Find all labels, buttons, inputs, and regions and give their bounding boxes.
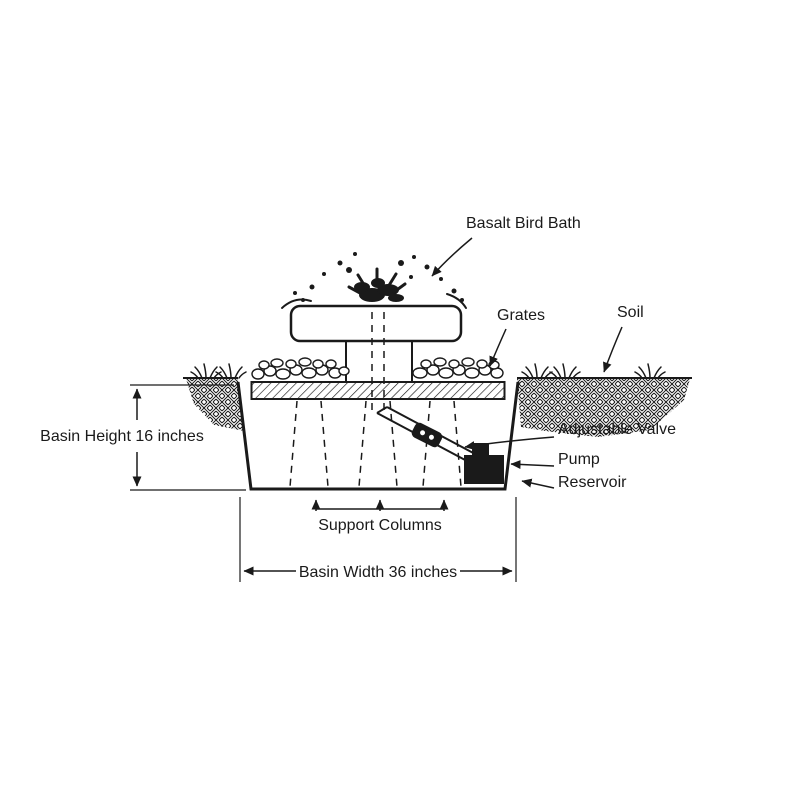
grates-label: Grates [497,307,545,324]
pump-label: Pump [558,451,600,468]
leader-reservoir [521,478,555,489]
bird-bath-pedestal [345,339,413,383]
soil-right [517,379,690,437]
leader-lines [431,237,623,489]
center-pipe-dashed [371,312,385,415]
basin-height-dimension: Basin Height 16 inches [40,384,246,491]
leader-pump [510,459,555,469]
basin-width-label: Basin Width 36 inches [299,564,457,581]
pebbles-left [251,357,350,380]
reservoir-basin [236,381,520,491]
leader-soil [603,326,623,373]
water-splash [281,252,467,309]
basin-width-dimension: Basin Width 36 inches [239,497,517,582]
bird-bath-top-stone [289,304,463,343]
support-columns-label: Support Columns [318,517,442,534]
soil-left [186,379,244,431]
leader-adjustable-valve [464,436,555,451]
bird-bath-label: Basalt Bird Bath [466,215,581,232]
grate [250,381,506,400]
water-droplets [293,252,464,302]
basin-height-label: Basin Height 16 inches [40,428,204,445]
pump [464,443,504,484]
leader-bird-bath [431,237,473,277]
adjustable-valve-label: Adjustable Valve [558,421,676,438]
soil-label: Soil [617,304,644,321]
leader-grates [489,328,507,367]
support-columns-callout: Support Columns [311,499,449,534]
reservoir-label: Reservoir [558,474,627,491]
pebbles-right [412,357,504,379]
adjustable-valve [411,422,443,448]
